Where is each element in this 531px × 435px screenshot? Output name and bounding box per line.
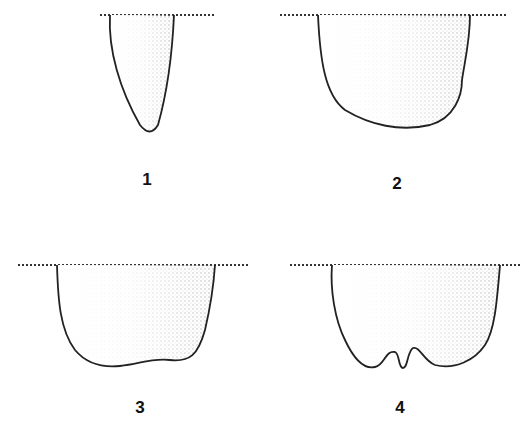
ground-line	[18, 15, 522, 265]
figure-number: 2	[392, 174, 401, 194]
figure-number: 3	[135, 398, 144, 418]
profile-shape	[318, 15, 470, 128]
figure-number: 1	[142, 170, 151, 190]
profile-shape	[110, 15, 174, 132]
profile-shape	[57, 265, 215, 366]
profile-shape	[332, 265, 500, 368]
figure-number: 4	[395, 398, 404, 418]
